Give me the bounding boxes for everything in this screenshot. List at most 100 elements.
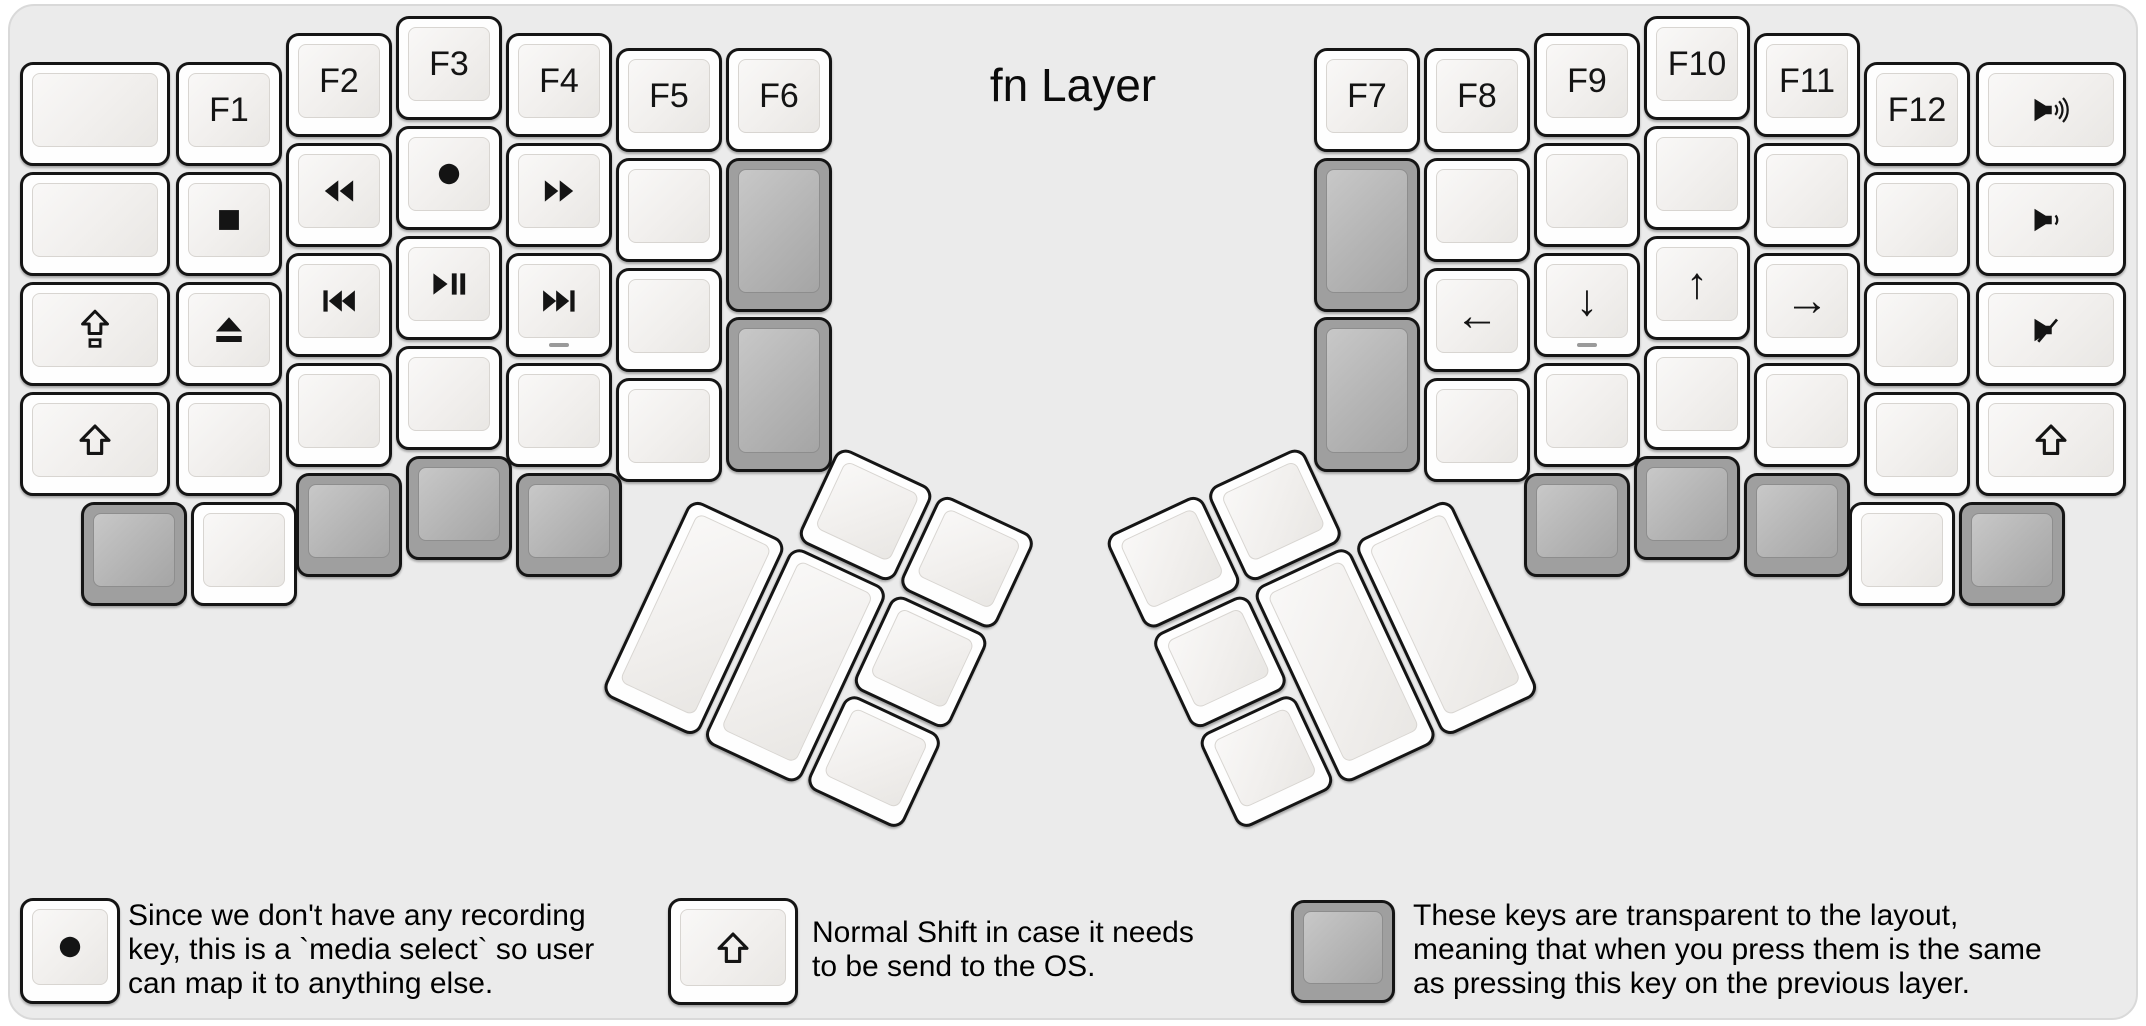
key-transparent[interactable]: [1634, 456, 1740, 560]
key-next-track[interactable]: [506, 253, 612, 357]
key-arrow-right[interactable]: →: [1754, 253, 1860, 357]
shift-icon: [714, 929, 752, 967]
keycap-surface: [1436, 389, 1518, 463]
homing-bar: [549, 343, 569, 347]
key-arrow-down[interactable]: ↓: [1534, 253, 1640, 357]
keycap-surface: [1303, 911, 1383, 984]
key-blank[interactable]: [616, 158, 722, 262]
keycap-surface: [1988, 183, 2114, 257]
key-transparent[interactable]: [726, 158, 832, 312]
key-f6[interactable]: F6: [726, 48, 832, 152]
key-blank[interactable]: [1849, 502, 1955, 606]
key-blank[interactable]: [176, 392, 282, 496]
key-transparent[interactable]: [81, 502, 187, 606]
keycap-surface: [915, 507, 1022, 610]
key-f1[interactable]: F1: [176, 62, 282, 166]
key-fast-forward[interactable]: [506, 143, 612, 247]
keycap-surface: [188, 183, 270, 257]
key-arrow-left[interactable]: ←: [1424, 268, 1530, 372]
key-f2[interactable]: F2: [286, 33, 392, 137]
key-blank[interactable]: [1424, 158, 1530, 262]
key-blank[interactable]: [1534, 363, 1640, 467]
key-prev-track[interactable]: [286, 253, 392, 357]
keycap-surface: [518, 264, 600, 338]
key-play-pause[interactable]: [396, 236, 502, 340]
key-label: F5: [649, 76, 689, 115]
key-volume-up[interactable]: [1976, 62, 2126, 166]
keycap-surface: [1766, 154, 1848, 228]
key-transparent[interactable]: [1314, 317, 1420, 472]
keycap-surface: [1656, 137, 1738, 211]
key-blank[interactable]: [20, 172, 170, 276]
key-blank[interactable]: [286, 363, 392, 467]
keycap-surface: [1546, 374, 1628, 448]
key-blank[interactable]: [1754, 363, 1860, 467]
key-f4[interactable]: F4: [506, 33, 612, 137]
key-rewind[interactable]: [286, 143, 392, 247]
key-f7[interactable]: F7: [1314, 48, 1420, 152]
key-caps-lock[interactable]: [20, 282, 170, 386]
key-label: F6: [759, 76, 799, 115]
key-transparent[interactable]: [1744, 473, 1850, 577]
playpause-icon: [429, 267, 469, 301]
key-transparent[interactable]: [1524, 473, 1630, 577]
key-transparent[interactable]: [406, 456, 512, 560]
key-label: →: [1785, 276, 1829, 325]
key-blank[interactable]: [1644, 126, 1750, 230]
key-label: F4: [539, 61, 579, 100]
key-f8[interactable]: F8: [1424, 48, 1530, 152]
key-stop[interactable]: [176, 172, 282, 276]
key-blank[interactable]: [396, 346, 502, 450]
key-blank[interactable]: [1864, 172, 1970, 276]
keycap-surface: [1546, 154, 1628, 228]
keycap-surface: [298, 374, 380, 448]
keycap-surface: F11: [1766, 44, 1848, 118]
key-shift-left[interactable]: [20, 392, 170, 496]
keycap-surface: [518, 154, 600, 228]
key-transparent[interactable]: [516, 473, 622, 577]
key-f10[interactable]: F10: [1644, 16, 1750, 120]
prev-icon: [319, 284, 359, 318]
key-blank[interactable]: [1424, 378, 1530, 482]
keycap-surface: [1988, 403, 2114, 477]
key-blank[interactable]: [1864, 392, 1970, 496]
key-volume-down[interactable]: [1976, 172, 2126, 276]
mute-icon: [2031, 312, 2071, 348]
key-blank[interactable]: [506, 363, 612, 467]
key-transparent[interactable]: [296, 473, 402, 577]
keycap-surface: [628, 169, 710, 243]
keycap-surface: [1876, 293, 1958, 367]
key-mute[interactable]: [1976, 282, 2126, 386]
key-blank[interactable]: [1864, 282, 1970, 386]
key-blank[interactable]: [1644, 346, 1750, 450]
keycap-surface: F10: [1656, 27, 1738, 101]
keycap-surface: [680, 909, 786, 986]
key-transparent[interactable]: [1314, 158, 1420, 312]
legend-line: can map it to anything else.: [128, 967, 494, 1000]
key-blank[interactable]: [1754, 143, 1860, 247]
keycap-surface: [518, 374, 600, 448]
keycap-surface: F9: [1546, 44, 1628, 118]
key-transparent[interactable]: [1959, 502, 2065, 606]
key-blank[interactable]: [20, 62, 170, 166]
key-shift-right[interactable]: [1976, 392, 2126, 496]
key-transparent[interactable]: [726, 317, 832, 472]
key-blank[interactable]: [191, 502, 297, 606]
key-f5[interactable]: F5: [616, 48, 722, 152]
key-arrow-up[interactable]: ↑: [1644, 236, 1750, 340]
key-f12[interactable]: F12: [1864, 62, 1970, 166]
key-f11[interactable]: F11: [1754, 33, 1860, 137]
key-f9[interactable]: F9: [1534, 33, 1640, 137]
key-eject[interactable]: [176, 282, 282, 386]
key-record[interactable]: [396, 126, 502, 230]
legend-line: as pressing this key on the previous lay…: [1413, 967, 1970, 1000]
key-blank[interactable]: [616, 378, 722, 482]
key-blank[interactable]: [1534, 143, 1640, 247]
key-f3[interactable]: F3: [396, 16, 502, 120]
keycap-surface: [298, 154, 380, 228]
key-blank[interactable]: [616, 268, 722, 372]
legend-line: Normal Shift in case it needs: [812, 916, 1194, 949]
keycap-surface: ←: [1436, 279, 1518, 353]
keycap-surface: F7: [1326, 59, 1408, 133]
